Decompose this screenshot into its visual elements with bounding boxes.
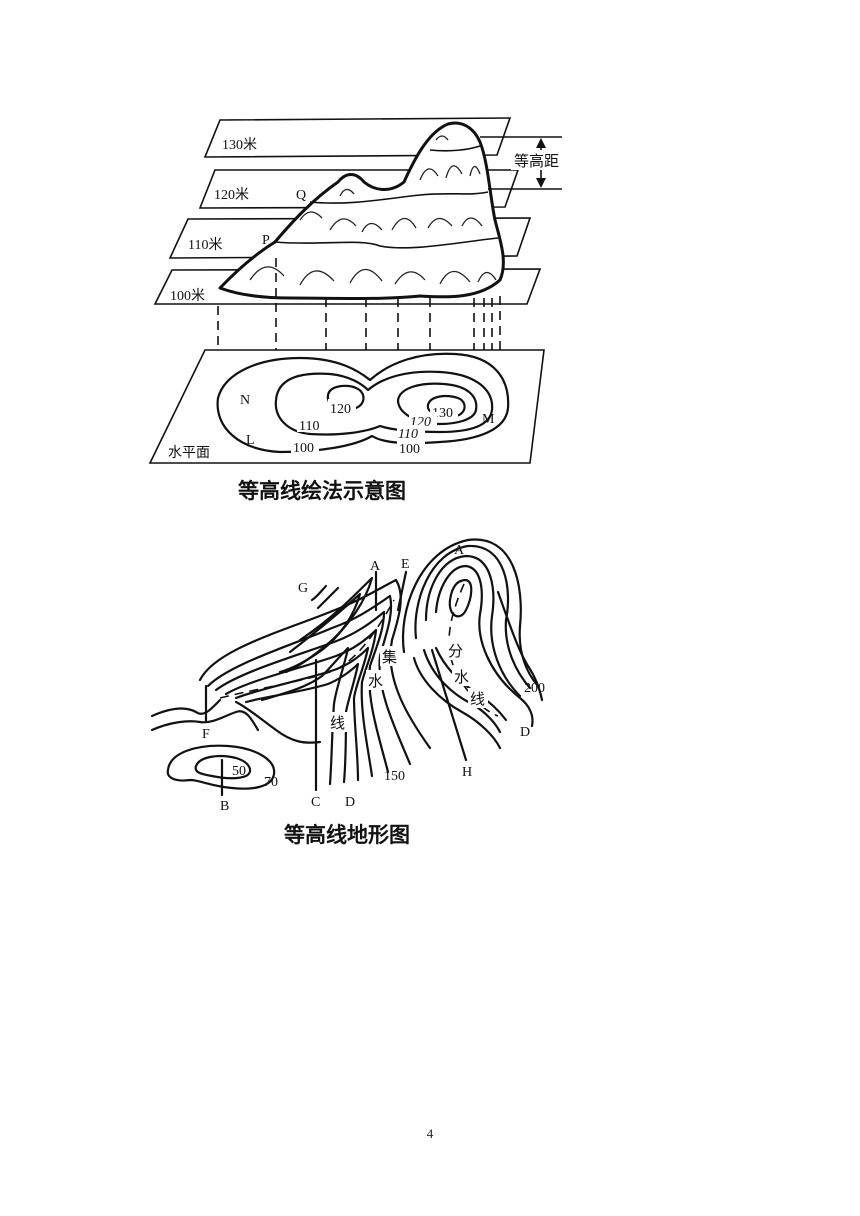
letter-d-right: D (520, 725, 530, 740)
contour-label-100-right: 100 (399, 442, 420, 457)
letter-a-left: A (370, 559, 381, 574)
contour-label-110-left: 110 (299, 419, 319, 434)
letter-c: C (311, 795, 320, 810)
valley-label-3: 线 (330, 715, 345, 732)
interval-arrowhead-up (536, 138, 546, 148)
contour-b-70 (166, 744, 276, 790)
ridge-label-bg (446, 640, 466, 660)
terrain-squiggle-1 (150, 698, 222, 718)
letter-f: F (202, 727, 210, 742)
letter-g: G (298, 581, 308, 596)
contour-label-50: 50 (232, 764, 246, 779)
mountain-hatching (249, 135, 497, 286)
letter-a-right: A (454, 543, 465, 558)
contour-label-150: 150 (384, 769, 405, 784)
valley-label-bg-3 (328, 712, 348, 732)
section-line-120 (309, 191, 489, 204)
contour-label-120-left: 120 (330, 402, 351, 417)
contour-ridge-1 (434, 564, 534, 728)
contour-ridge-9 (496, 590, 544, 702)
valley-label-2: 水 (368, 673, 383, 690)
valley-label-bg-2 (366, 670, 386, 690)
ridge-label-3: 线 (470, 691, 485, 708)
contour-label-200: 200 (524, 681, 545, 696)
valley-line (219, 599, 395, 699)
terrain-contour-10 (310, 584, 340, 610)
interval-arrowhead-down (536, 178, 546, 188)
mountain-block (218, 121, 505, 300)
contour-ridge-2 (424, 554, 522, 698)
point-l: L (246, 433, 255, 448)
terrain-contour-6 (244, 662, 360, 784)
base-plane-label: 水平面 (168, 445, 210, 461)
interval-label: 等高距 (514, 152, 559, 170)
point-q: Q (296, 188, 306, 203)
figure-contour-terrain-map: 50 70 A E A G F B C D H D 集 (150, 538, 545, 814)
terrain-contour-2 (206, 594, 412, 766)
letter-d-bottom: D (345, 795, 355, 810)
plane-label-100: 100米 (170, 288, 205, 304)
letter-h: H (462, 765, 472, 780)
contour-label-110-left-bg (297, 417, 325, 432)
contour-110 (274, 370, 494, 436)
contour-label-100-right-bg (397, 440, 425, 455)
contour-label-130: 130 (432, 406, 453, 421)
contour-label-120-right-bg (409, 412, 437, 427)
section-line-110 (274, 237, 499, 249)
valley-label-1: 集 (382, 649, 397, 666)
terrain-contour-1 (198, 578, 432, 750)
terrain-squiggle-3 (234, 700, 322, 744)
ridge-label-1: 分 (448, 643, 463, 660)
contour-label-110-right-bg (397, 425, 425, 440)
point-p: P (262, 233, 270, 248)
figure2-caption: 等高线地形图 (284, 823, 410, 847)
terrain-contour-5 (234, 646, 370, 782)
point-m: M (482, 412, 495, 427)
plane-label-110: 110米 (188, 237, 222, 253)
plane-label-120: 120米 (214, 187, 249, 203)
terrain-contour-9 (278, 592, 362, 674)
contour-label-110-right: 110 (398, 427, 418, 442)
point-n: N (240, 393, 250, 408)
profile-line-e (396, 570, 408, 612)
contour-label-100-left-bg (291, 439, 319, 454)
interval-label-bg (511, 150, 571, 170)
ridge-label-bg-3 (468, 688, 488, 708)
plane-label-130: 130米 (222, 137, 257, 153)
section-line-130 (429, 145, 481, 152)
contour-ridge-4 (402, 538, 540, 688)
ridge-label-2: 水 (454, 669, 469, 686)
ridge-label-bg-2 (452, 666, 472, 686)
contour-label-70: 70 (264, 775, 278, 790)
contour-label-120-left-bg (328, 399, 356, 414)
profile-line-h (430, 648, 468, 762)
contour-ridge-3 (414, 544, 532, 690)
page-number: 4 (426, 1126, 434, 1141)
figure1-caption: 等高线绘法示意图 (238, 479, 406, 503)
contour-label-100-left: 100 (293, 441, 314, 456)
valley-label-bg (380, 646, 400, 666)
letter-e: E (401, 557, 410, 572)
letter-b: B (220, 799, 229, 814)
terrain-squiggle-2 (150, 710, 260, 732)
contour-b-50 (194, 755, 252, 780)
contour-ridge-8 (448, 578, 473, 618)
contour-ridge-5 (412, 656, 502, 750)
terrain-contour-3 (214, 610, 390, 774)
